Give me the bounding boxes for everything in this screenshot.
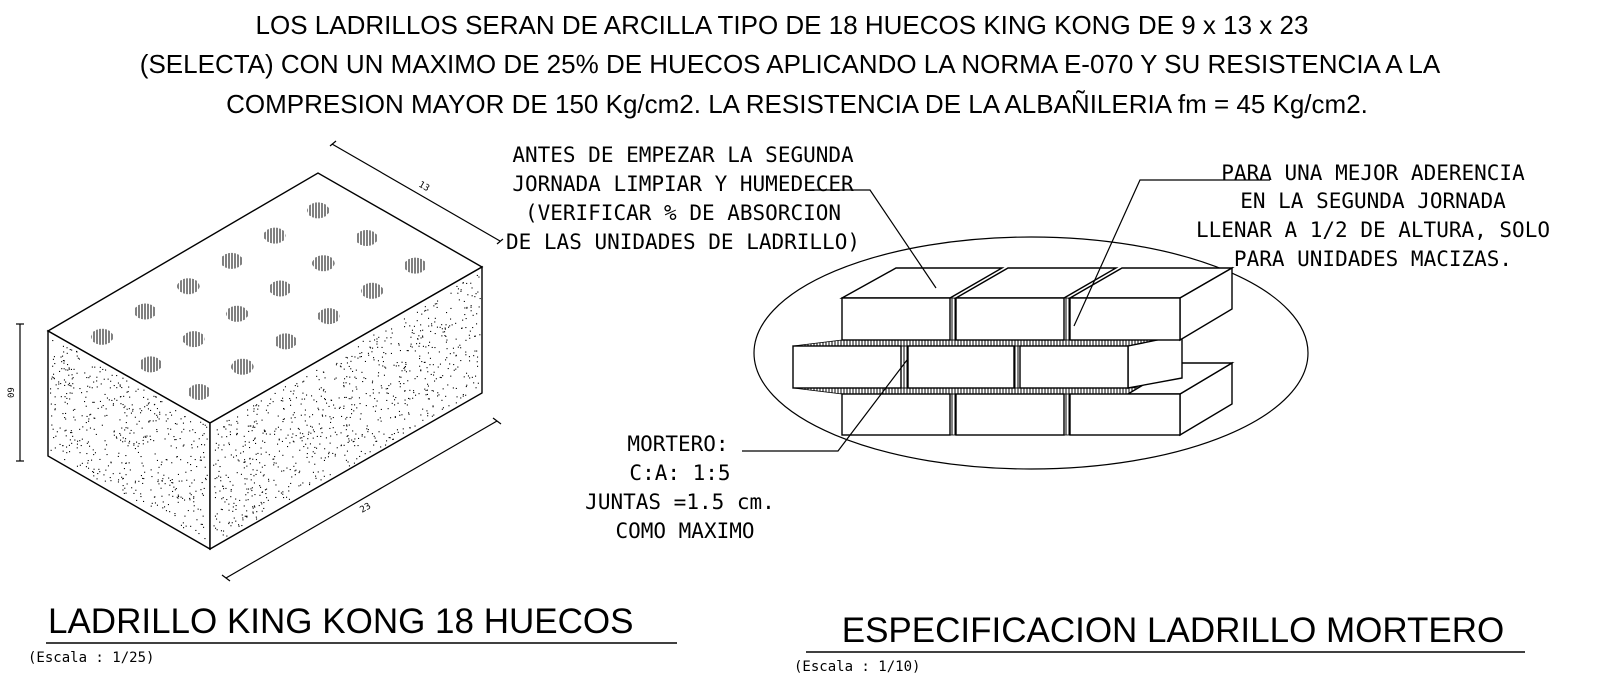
brick-hole xyxy=(226,305,248,322)
side-face-texture xyxy=(213,274,481,537)
note-clean-line-3: (VERIFICAR % DE ABSORCION xyxy=(525,201,841,225)
brick-scale: (Escala : 1/25) xyxy=(28,650,154,666)
brick-hole xyxy=(269,280,292,297)
brick-front-face xyxy=(47,329,211,551)
dimension-width: 13 xyxy=(329,140,504,245)
brick-isometric: 13 09 23 xyxy=(7,140,504,582)
dimension-length: 23 xyxy=(221,417,502,582)
dimension-height-label: 09 xyxy=(7,387,17,398)
brick-hole xyxy=(177,278,200,295)
note-mortar-line-3: JUNTAS =1.5 cm. xyxy=(585,490,775,514)
brick-hole xyxy=(182,331,205,348)
wall-detail: ANTES DE EMPEZAR LA SEGUNDA JORNADA LIMP… xyxy=(506,143,1550,543)
note-mortar-line-2: C:A: 1:5 xyxy=(629,461,730,485)
dimension-length-label: 23 xyxy=(359,502,373,516)
note-clean-line-1: ANTES DE EMPEZAR LA SEGUNDA xyxy=(512,143,854,167)
dimension-height: 09 xyxy=(7,323,24,462)
note-adherence-line-3: LLENAR A 1/2 DE ALTURA, SOLO xyxy=(1196,218,1550,242)
brick-hole xyxy=(231,358,254,375)
brick-side-face xyxy=(209,265,483,551)
brick-hole xyxy=(220,252,243,269)
brick-hole xyxy=(361,282,383,299)
brick-title: LADRILLO KING KONG 18 HUECOS xyxy=(48,602,633,641)
header-specification: LOS LADRILLOS SERAN DE ARCILLA TIPO DE 1… xyxy=(140,10,1441,119)
brick-hole xyxy=(91,328,113,345)
note-mortar-line-4: COMO MAXIMO xyxy=(615,519,754,543)
dimension-width-label: 13 xyxy=(417,180,431,194)
leader-lines xyxy=(742,179,1270,452)
wall-title-block: ESPECIFICACION LADRILLO MORTERO (Escala … xyxy=(794,611,1525,675)
brick-course-top xyxy=(839,266,1235,342)
brick-hole xyxy=(312,255,335,272)
brick-course-middle xyxy=(792,334,1183,389)
brick-hole xyxy=(134,303,157,320)
brick-hole xyxy=(274,333,297,350)
note-adherence-line-4: PARA UNIDADES MACIZAS. xyxy=(1234,247,1512,271)
detail-ellipse xyxy=(753,236,1309,470)
note-mortar-line-1: MORTERO: xyxy=(627,432,728,456)
note-adherence: PARA UNA MEJOR ADERENCIA EN LA SEGUNDA J… xyxy=(1196,161,1550,271)
wall-title: ESPECIFICACION LADRILLO MORTERO xyxy=(842,611,1505,650)
header-line-1: LOS LADRILLOS SERAN DE ARCILLA TIPO DE 1… xyxy=(256,10,1309,40)
brick-hole xyxy=(355,230,378,246)
wall-scale: (Escala : 1/10) xyxy=(794,659,920,675)
brick-hole xyxy=(263,227,286,244)
note-adherence-line-1: PARA UNA MEJOR ADERENCIA xyxy=(1221,161,1525,185)
note-clean-line-4: DE LAS UNIDADES DE LADRILLO) xyxy=(506,230,860,254)
header-line-2: (SELECTA) CON UN MAXIMO DE 25% DE HUECOS… xyxy=(140,49,1441,79)
brick-title-block: LADRILLO KING KONG 18 HUECOS (Escala : 1… xyxy=(28,602,677,666)
header-line-3: COMPRESION MAYOR DE 150 Kg/cm2. LA RESIS… xyxy=(226,89,1368,119)
note-mortar: MORTERO: C:A: 1:5 JUNTAS =1.5 cm. COMO M… xyxy=(585,432,775,543)
front-face-texture xyxy=(50,340,208,540)
brick-holes xyxy=(91,202,427,400)
brick-course-bottom xyxy=(841,361,1235,437)
note-clean-line-2: JORNADA LIMPIAR Y HUMEDECER xyxy=(512,172,854,196)
brick-hole xyxy=(404,257,427,274)
brick-hole xyxy=(188,384,211,400)
brick-hole xyxy=(307,202,329,219)
brick-hole xyxy=(317,308,340,325)
note-adherence-line-2: EN LA SEGUNDA JORNADA xyxy=(1240,189,1506,213)
note-clean-humidify: ANTES DE EMPEZAR LA SEGUNDA JORNADA LIMP… xyxy=(506,143,860,254)
brick-hole xyxy=(139,356,162,373)
